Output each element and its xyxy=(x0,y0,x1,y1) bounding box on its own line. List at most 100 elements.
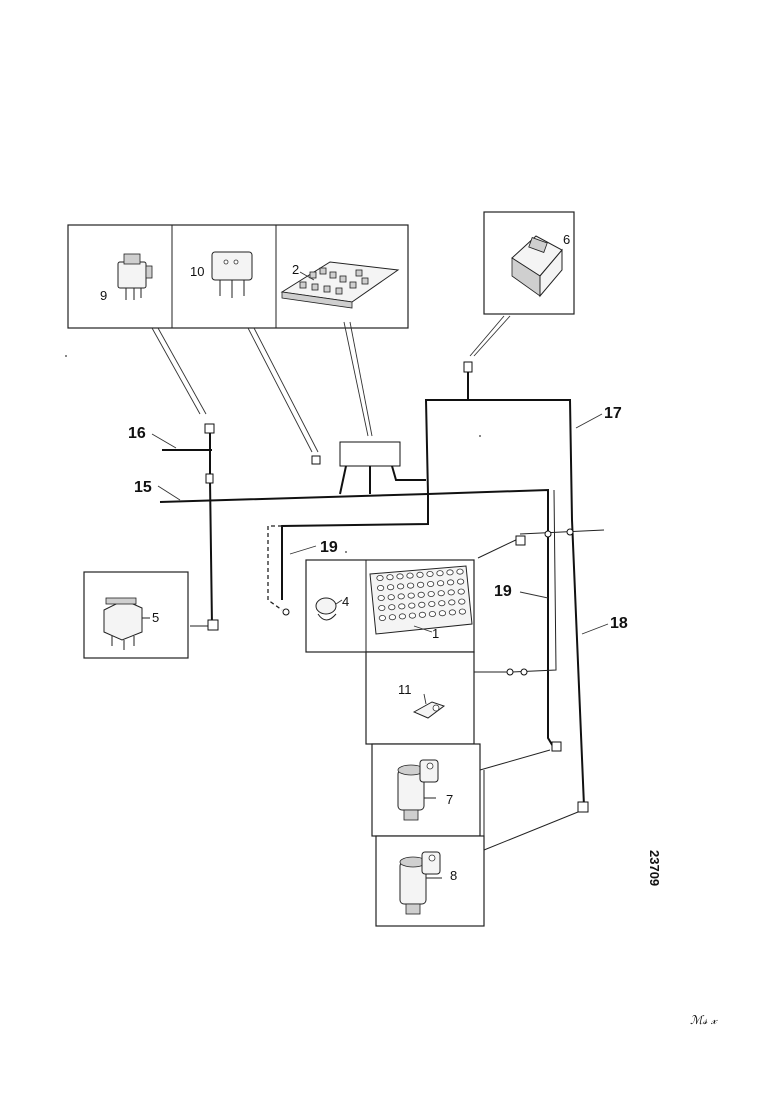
board-terminal xyxy=(377,595,385,602)
component-6-switch-top: 6 xyxy=(483,211,575,315)
board-terminal xyxy=(388,614,396,621)
connectors xyxy=(204,361,589,813)
board-terminal xyxy=(428,611,436,618)
connector xyxy=(204,423,215,434)
board-terminal xyxy=(458,598,466,605)
component-5-relay-box: 5 xyxy=(83,571,189,659)
connector xyxy=(506,668,514,676)
board-terminal xyxy=(426,581,435,588)
board-terminal xyxy=(398,603,406,610)
board-terminal xyxy=(408,612,416,619)
wiring-harness xyxy=(159,372,605,851)
label-9: 9 xyxy=(100,288,107,303)
board-terminal xyxy=(438,610,446,617)
label-19-left: 19 xyxy=(320,539,338,556)
connector xyxy=(282,608,290,616)
label-1: 1 xyxy=(432,626,439,641)
board-terminal xyxy=(396,583,405,590)
board-terminal xyxy=(447,589,455,596)
component-8-frame xyxy=(375,835,485,927)
drawing-code: 23709 xyxy=(647,850,662,886)
top-component-panel: 9 10 xyxy=(67,224,409,329)
board-terminal xyxy=(437,590,445,597)
speck xyxy=(345,551,347,553)
board-terminal xyxy=(436,580,445,587)
junction-box xyxy=(339,441,401,467)
component-1-control-module: 1 xyxy=(369,565,473,641)
board-terminal xyxy=(448,599,456,606)
board-terminal xyxy=(388,604,396,611)
component-8-motor: 8 xyxy=(399,851,457,915)
board-terminal xyxy=(397,593,405,600)
connector xyxy=(515,535,526,546)
harness-labels: 16 15 17 18 19 19 xyxy=(128,405,628,635)
board-terminal xyxy=(396,573,404,580)
signature-mark: ℳ𝓈 𝓍 xyxy=(690,1013,718,1027)
board-terminal xyxy=(378,615,386,622)
board-terminal xyxy=(416,581,425,588)
board-terminal xyxy=(418,601,426,608)
label-19-right: 19 xyxy=(494,583,512,600)
component-4-sensor: 4 xyxy=(315,594,349,621)
component-11-sensor: 11 xyxy=(398,682,446,719)
board-terminal xyxy=(446,579,455,586)
label-2: 2 xyxy=(292,262,299,277)
connector xyxy=(544,530,552,538)
board-terminal xyxy=(386,574,394,581)
label-16: 16 xyxy=(128,425,146,442)
board-terminal xyxy=(408,602,416,609)
component-11-frame xyxy=(365,651,475,745)
label-4: 4 xyxy=(342,594,349,609)
connector xyxy=(463,361,473,373)
label-6-top: 6 xyxy=(563,232,570,247)
label-11: 11 xyxy=(398,682,412,697)
board-terminal xyxy=(428,601,436,608)
label-5: 5 xyxy=(152,610,159,625)
board-terminal xyxy=(407,592,415,599)
label-15: 15 xyxy=(134,479,152,496)
board-terminal xyxy=(376,575,384,582)
board-terminal xyxy=(446,569,454,576)
board-terminal xyxy=(448,609,456,616)
board-terminal xyxy=(418,611,426,618)
label-8: 8 xyxy=(450,868,457,883)
relay-box-frame xyxy=(83,571,189,659)
board-terminal xyxy=(426,571,434,578)
board-terminal xyxy=(456,568,464,575)
connector xyxy=(566,528,574,536)
component-10-relay: 10 xyxy=(190,251,253,298)
connector xyxy=(207,619,219,631)
board-terminal xyxy=(406,572,414,579)
component-7-motor: 7 xyxy=(397,759,453,821)
board-terminal xyxy=(438,600,446,607)
component-7-frame xyxy=(371,743,481,837)
connector xyxy=(311,455,321,465)
board-terminal xyxy=(458,608,466,615)
board-terminal xyxy=(436,570,444,577)
speck xyxy=(65,355,67,357)
board-terminal xyxy=(387,594,395,601)
component-2-fuse-box: 2 xyxy=(280,261,400,309)
connector xyxy=(551,741,562,752)
speck xyxy=(479,435,481,437)
board-terminal xyxy=(457,588,465,595)
board-terminal xyxy=(456,578,465,585)
board-terminal xyxy=(406,582,415,589)
board-terminal xyxy=(398,613,406,620)
board-terminal xyxy=(386,584,395,591)
board-terminal xyxy=(376,585,385,592)
connector xyxy=(520,668,528,676)
connector xyxy=(577,801,589,813)
board-terminal xyxy=(378,605,386,612)
board-terminal xyxy=(427,591,435,598)
board-terminal xyxy=(417,591,425,598)
label-10: 10 xyxy=(190,264,204,279)
connector xyxy=(205,473,214,484)
label-18: 18 xyxy=(610,615,628,632)
component-9-relay: 9 xyxy=(100,253,153,303)
central-component-column: 4 1 11 7 xyxy=(305,559,485,927)
label-7: 7 xyxy=(446,792,453,807)
leader-lines xyxy=(151,315,511,453)
board-terminal xyxy=(416,571,424,578)
